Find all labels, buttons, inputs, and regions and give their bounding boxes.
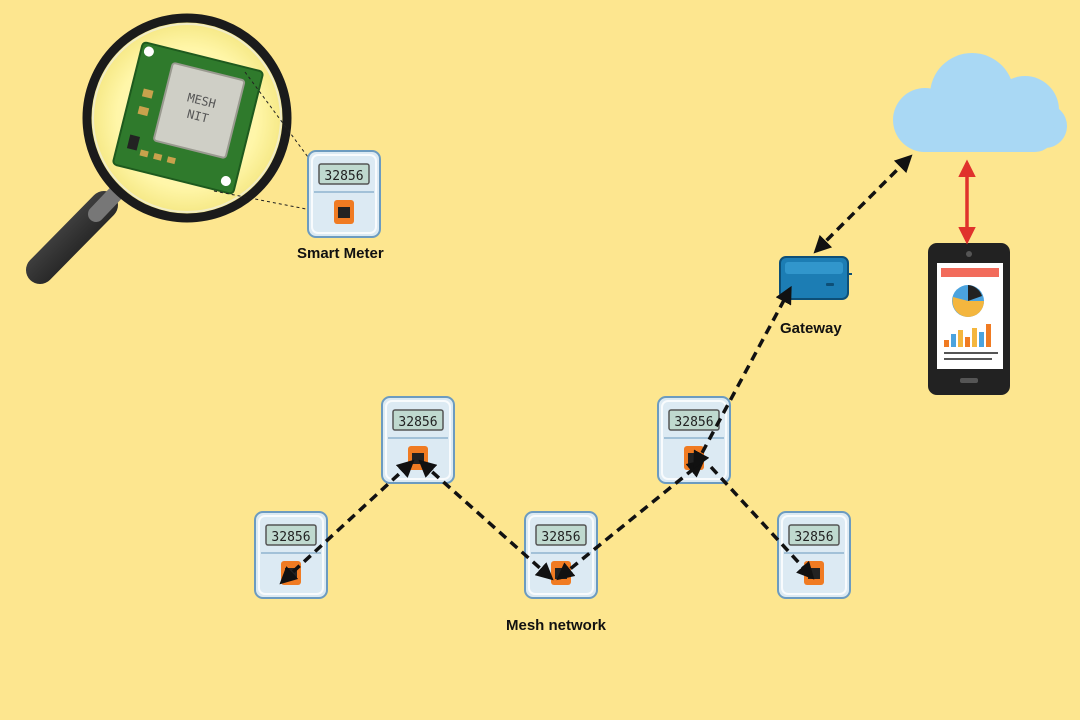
link-meter3-meter4: [556, 459, 705, 581]
smart-meter-icon: 32856: [777, 511, 851, 599]
links: [279, 154, 976, 585]
pcb-chip-label-2: NIT: [185, 107, 209, 126]
meter-display-value: 32856: [794, 530, 833, 545]
meter-display-value: 32856: [324, 169, 363, 184]
smart-meter-icon: 32856: [381, 396, 455, 484]
meter-display-value: 32856: [674, 415, 713, 430]
smart-meter-icon: 32856: [254, 511, 328, 599]
meter-display-value: 32856: [398, 415, 437, 430]
link-gateway-cloud: [813, 154, 913, 254]
link-meter4-meter5: [709, 465, 815, 580]
gateway-icon: [779, 256, 852, 300]
meter-display-value: 32856: [271, 530, 310, 545]
link-meter4-gateway: [693, 285, 792, 470]
smart-meter-group: 32856 32856 32856 32856 32856: [254, 150, 851, 599]
smartphone-icon: [928, 243, 1010, 395]
smart-meter-icon: 32856: [307, 150, 381, 238]
pcb-chip-label-1: MESH: [186, 90, 217, 111]
label-smart-meter: Smart Meter: [297, 245, 384, 262]
cloud-icon: [893, 53, 1067, 152]
meter-display-value: 32856: [541, 530, 580, 545]
label-gateway: Gateway: [780, 320, 842, 337]
label-mesh-network: Mesh network: [506, 617, 607, 634]
pcb-module-icon: MESH NIT: [112, 41, 264, 195]
